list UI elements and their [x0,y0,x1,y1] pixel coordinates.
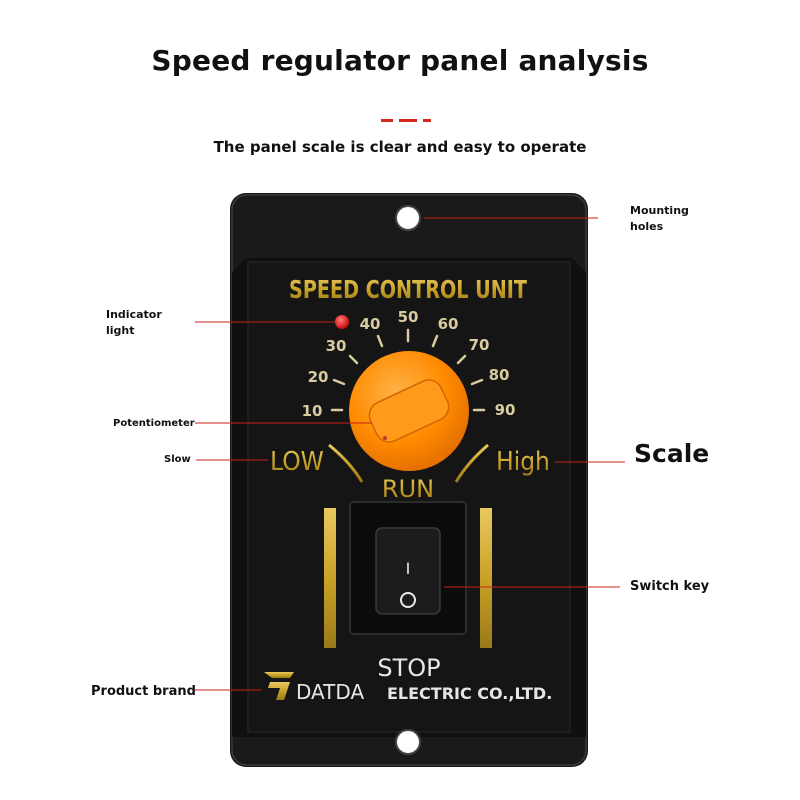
gold-bar-left [324,508,336,648]
indicator-light [335,315,349,329]
mounting-hole-bottom [395,729,421,755]
page-subtitle: The panel scale is clear and easy to ope… [213,138,587,156]
mounting-hole-top [395,205,421,231]
brand-logo [264,672,294,700]
panel-heading: SPEED CONTROL UNIT [289,275,528,304]
callout-indicator-light-line1: Indicator [106,308,162,321]
callout-mounting-holes-line2: holes [630,220,664,233]
run-label: RUN [382,475,434,503]
dial-tick-70: 70 [469,336,490,354]
dial-tick-60: 60 [438,315,459,333]
callout-indicator-light-line2: light [106,324,135,337]
gold-bar-right [480,508,492,648]
dial-tick-30: 30 [326,337,347,355]
switch-on-symbol: I [406,559,411,578]
callout-scale: Scale [634,439,710,468]
dial-tick-90: 90 [495,401,516,419]
dial-tick-50: 50 [398,308,419,326]
title-divider [381,119,431,122]
dial-tick-marks [330,328,486,412]
callout-switch-key: Switch key [630,579,710,594]
low-label: LOW [270,447,324,477]
dial-tick-20: 20 [308,368,329,386]
high-label: High [496,447,550,477]
stop-label: STOP [377,654,440,682]
callout-potentiometer: Potentiometer [113,418,195,429]
brand-suffix: ELECTRIC CO.,LTD. [387,684,552,703]
callout-leaders [195,217,625,691]
callout-mounting-holes-line1: Mounting [630,204,689,217]
dial-tick-10: 10 [302,402,323,420]
brand-name: DATDA [296,680,364,704]
switch-off-symbol [400,592,416,608]
callout-indicator-light: Indicator light [106,307,162,339]
page-title: Speed regulator panel analysis [151,44,649,77]
dial-tick-80: 80 [489,366,510,384]
dial-tick-40: 40 [360,315,381,333]
callout-product-brand: Product brand [91,684,196,699]
callout-slow: Slow [164,454,191,465]
switch-key[interactable] [375,527,441,615]
callout-mounting-holes: Mounting holes [630,203,689,235]
